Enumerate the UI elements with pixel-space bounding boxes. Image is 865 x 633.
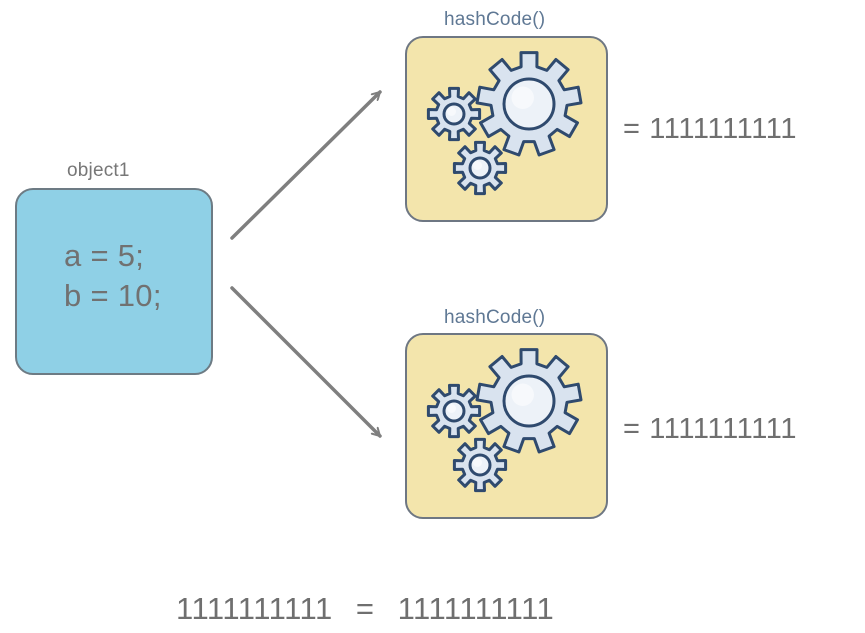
result-bottom: = 1111111111 xyxy=(623,413,798,445)
gears-icon xyxy=(426,51,583,196)
comparison-right-value: 1111111111 xyxy=(397,591,555,626)
small-gear-icon xyxy=(452,437,508,493)
field-a-line: a = 5; xyxy=(64,238,145,273)
method-title-bottom: hashCode() xyxy=(444,307,546,328)
method-title-top: hashCode() xyxy=(444,9,546,30)
result-top: = 1111111111 xyxy=(623,113,798,145)
small-gear-icon xyxy=(426,383,482,439)
comparison-left-value: 1111111111 xyxy=(176,591,333,626)
large-gear-icon xyxy=(475,51,583,157)
field-b-line: b = 10; xyxy=(64,278,162,313)
small-gear-icon xyxy=(452,140,508,196)
gears-icon xyxy=(426,348,583,493)
arrow-to-bottom-method xyxy=(230,286,382,438)
comparison-equals: = xyxy=(355,591,375,626)
small-gear-icon xyxy=(426,86,482,142)
method-box-top xyxy=(405,36,608,222)
method-box-bottom xyxy=(405,333,608,519)
hash-comparison: 1111111111 = 1111111111 xyxy=(176,591,554,627)
arrow-to-top-method xyxy=(230,90,382,240)
object-box: a = 5; b = 10; xyxy=(15,188,213,375)
large-gear-icon xyxy=(475,348,583,454)
object-title: object1 xyxy=(67,160,130,181)
